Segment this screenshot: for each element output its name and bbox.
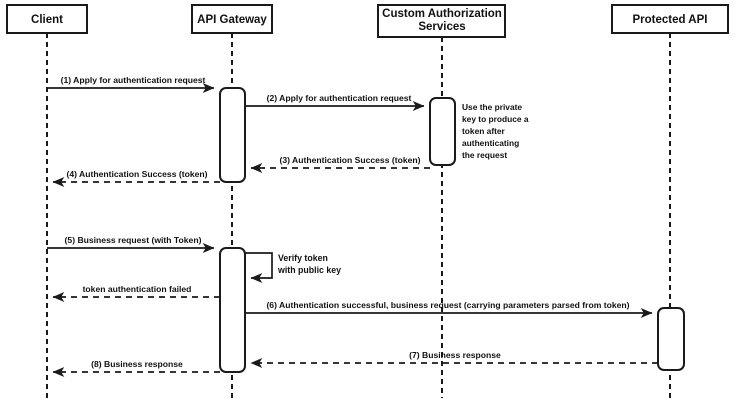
self-message-verify-token-label-line2: with public key xyxy=(277,265,341,275)
participant-label-custom-authorization-services-line1: Custom Authorization xyxy=(382,8,502,20)
participant-headers-group: Client API Gateway Custom Authorization … xyxy=(6,4,729,38)
message-4-label: (4) Authentication Success (token) xyxy=(66,169,207,179)
note-private-key-line-5: the request xyxy=(462,150,507,160)
note-private-key-line-3: token after xyxy=(462,126,506,136)
message-4[interactable]: (4) Authentication Success (token) xyxy=(52,169,220,187)
lifelines-group xyxy=(46,33,671,398)
participant-box-client xyxy=(6,4,88,34)
participant-box-api-gateway xyxy=(191,4,273,34)
participant-header-api-gateway[interactable]: API Gateway xyxy=(191,4,273,34)
note-private-key: Use the private key to produce a token a… xyxy=(462,102,529,160)
activation-bar-gateway-business[interactable] xyxy=(219,247,246,373)
message-7-label: (7) Business response xyxy=(409,350,501,360)
message-8-label: (8) Business response xyxy=(91,359,183,369)
message-6-label: (6) Authentication successful, business … xyxy=(266,300,629,310)
message-3[interactable]: (3) Authentication Success (token) xyxy=(250,155,430,173)
message-5-label: (5) Business request (with Token) xyxy=(65,235,202,245)
participant-label-protected-api: Protected API xyxy=(633,14,708,26)
participant-label-custom-authorization-services-line2: Services xyxy=(418,21,465,33)
activation-bar-protected-api[interactable] xyxy=(657,307,685,371)
note-private-key-line-4: authenticating xyxy=(462,138,519,148)
activation-bar-auth-service[interactable] xyxy=(429,97,456,166)
participant-box-protected-api xyxy=(611,4,729,34)
note-private-key-line-1: Use the private xyxy=(462,102,522,112)
message-1-label: (1) Apply for authentication request xyxy=(61,75,206,85)
message-2[interactable]: (2) Apply for authentication request xyxy=(245,93,425,111)
participant-label-api-gateway: API Gateway xyxy=(197,14,267,26)
message-6[interactable]: (6) Authentication successful, business … xyxy=(245,300,653,318)
message-7[interactable]: (7) Business response xyxy=(250,350,658,368)
message-5[interactable]: (5) Business request (with Token) xyxy=(47,235,215,253)
message-token-authentication-failed[interactable]: token authentication failed xyxy=(52,284,220,302)
self-message-verify-token[interactable]: Verify token with public key xyxy=(245,252,341,283)
participant-box-custom-authorization-services xyxy=(377,4,506,38)
message-token-authentication-failed-label: token authentication failed xyxy=(83,284,192,294)
message-3-label: (3) Authentication Success (token) xyxy=(279,155,420,165)
note-private-key-line-2: key to produce a xyxy=(462,114,529,124)
participant-header-custom-authorization-services[interactable]: Custom Authorization Services xyxy=(377,4,506,38)
activation-bars-group xyxy=(219,87,685,373)
message-8[interactable]: (8) Business response xyxy=(52,359,220,377)
participant-header-client[interactable]: Client xyxy=(6,4,88,34)
self-message-verify-token-arrow xyxy=(245,252,273,283)
participant-label-client: Client xyxy=(31,14,63,26)
message-1[interactable]: (1) Apply for authentication request xyxy=(47,75,215,93)
activation-bar-gateway-auth[interactable] xyxy=(219,87,246,183)
participant-header-protected-api[interactable]: Protected API xyxy=(611,4,729,34)
self-message-verify-token-label-line1: Verify token xyxy=(278,253,328,263)
message-2-label: (2) Apply for authentication request xyxy=(267,93,412,103)
